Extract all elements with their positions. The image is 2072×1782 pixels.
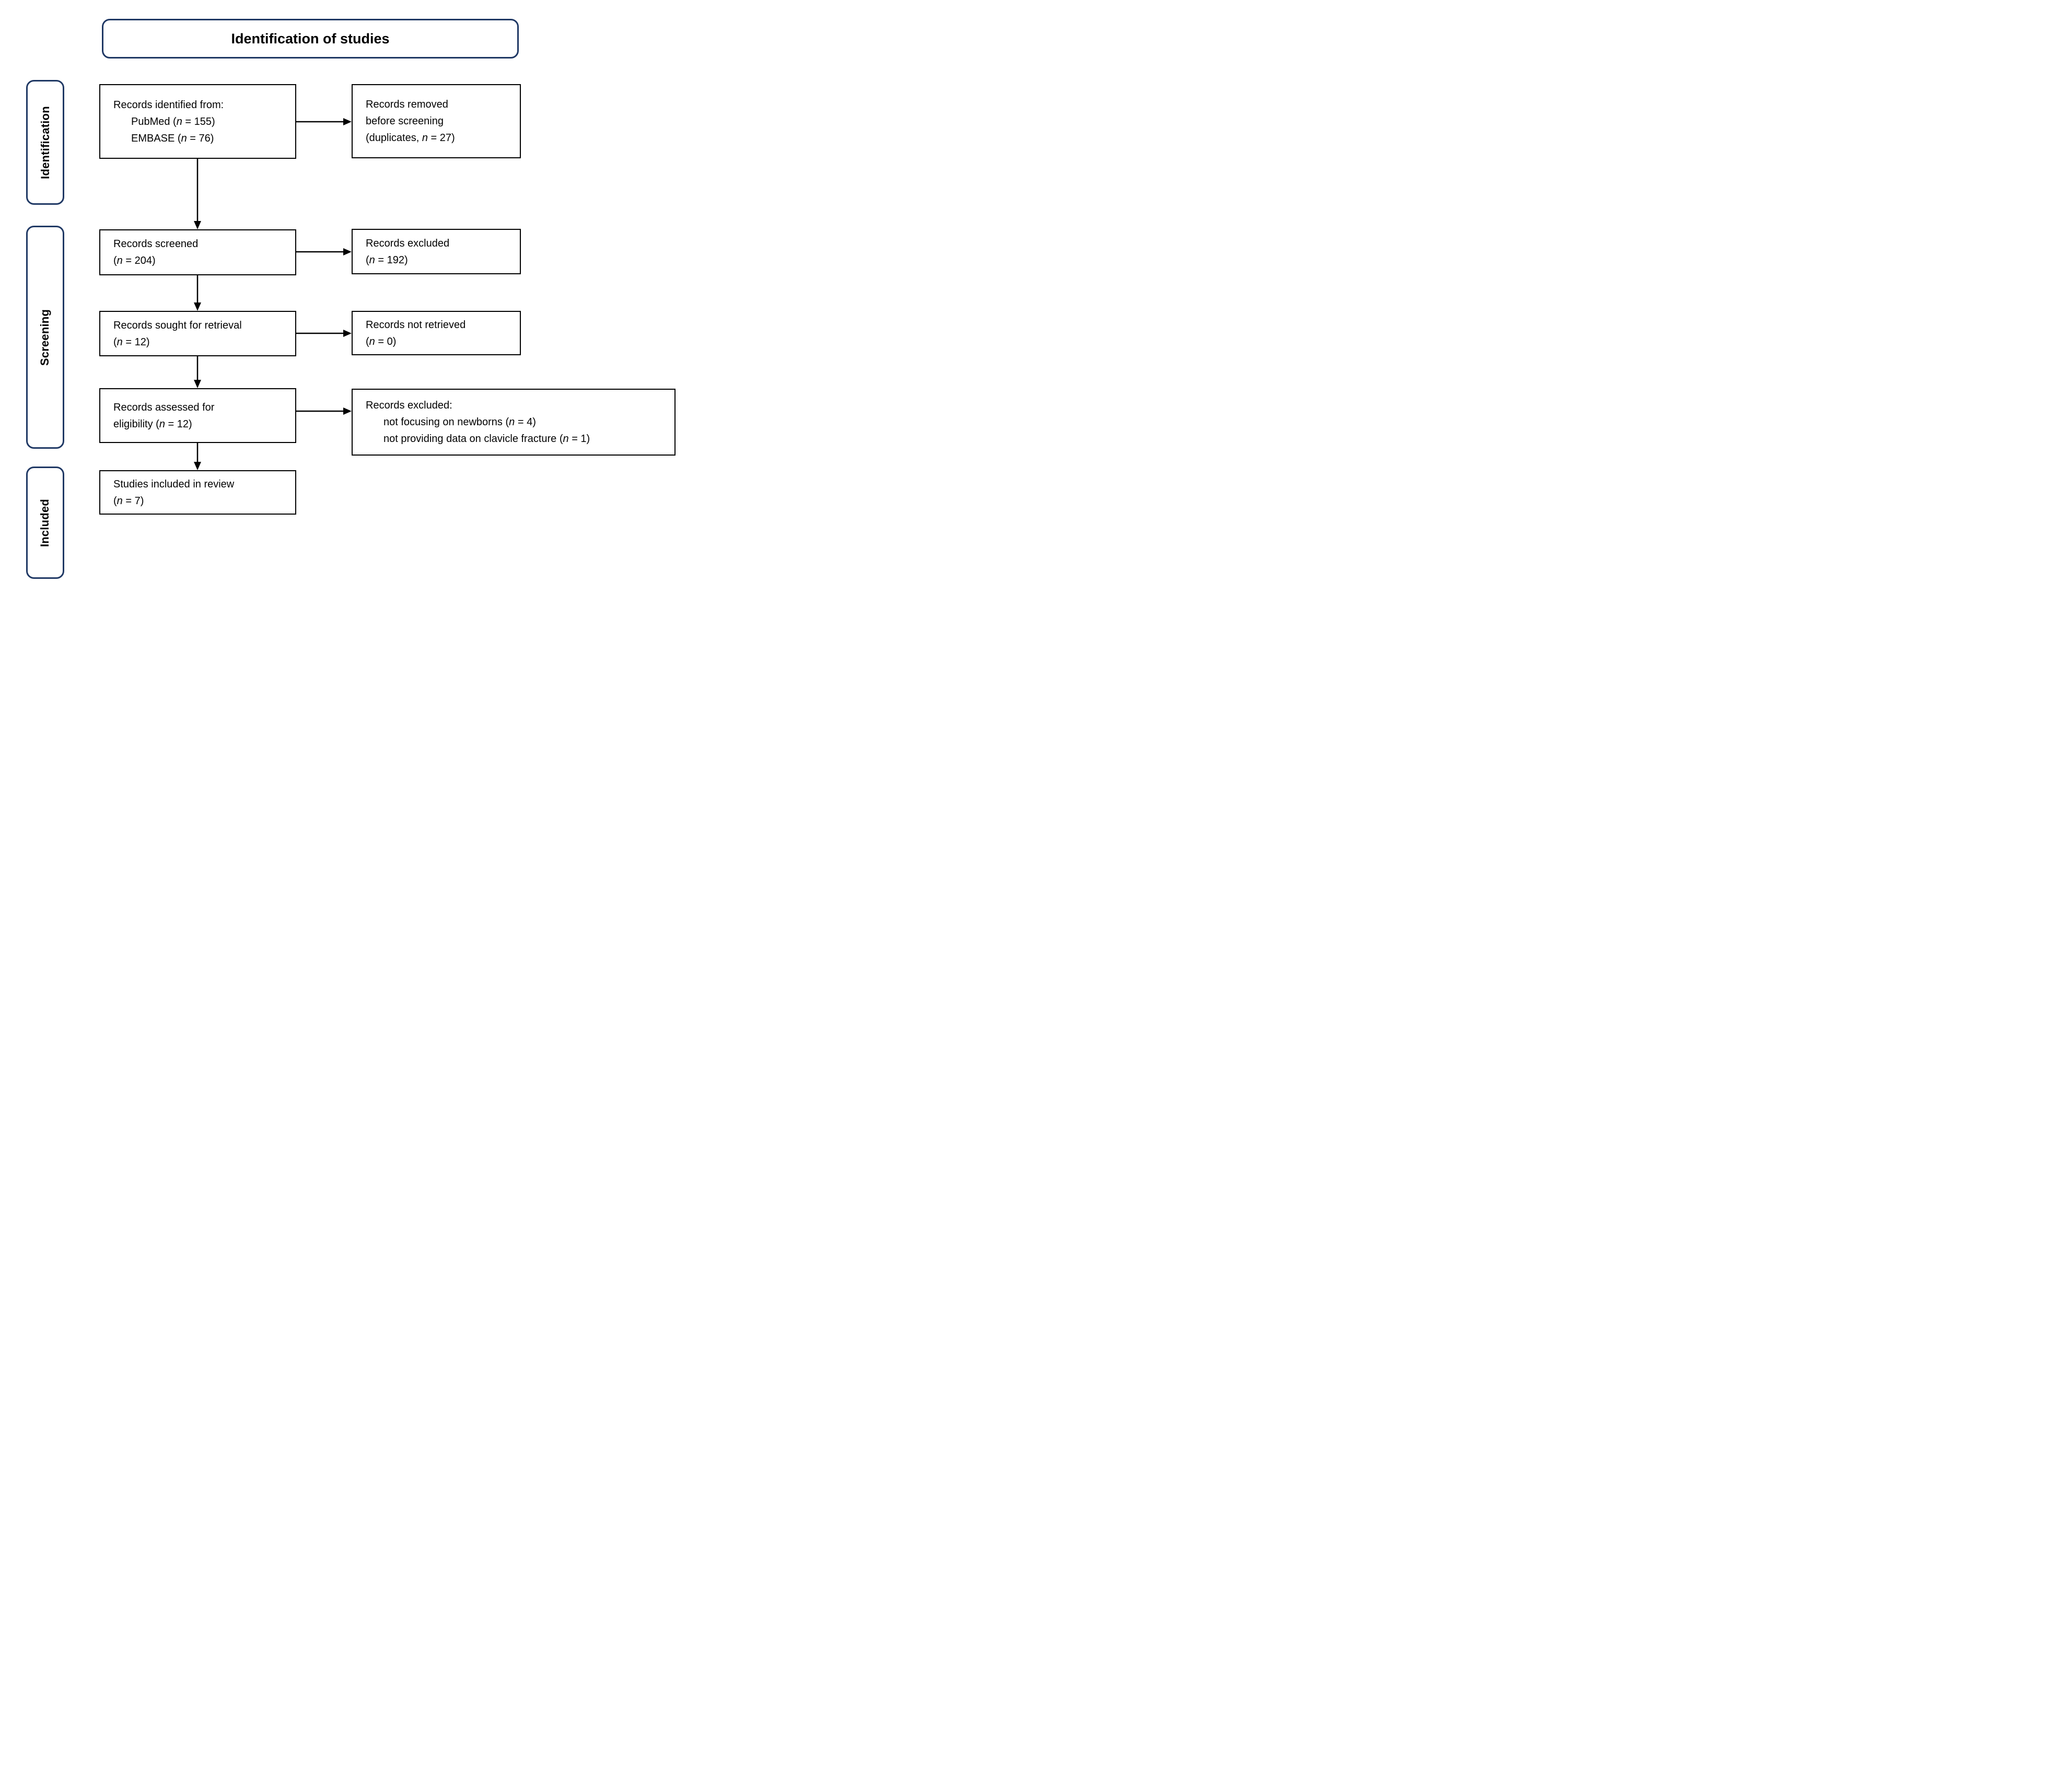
page-title: Identification of studies [231,30,390,46]
arrow-sought-to-not-retrieved [296,330,352,337]
box-records-not-retrieved: Records not retrieved (n = 0) [352,311,521,355]
text-line: Records sought for retrieval [113,319,242,331]
box-records-removed: Records removed before screening (duplic… [352,84,521,158]
text-line: Records not retrieved [366,319,466,331]
box-studies-included: Studies included in review (n = 7) [99,470,296,515]
text-line: (duplicates, n = 27) [366,132,455,144]
text-line: Records screened [113,238,199,250]
arrow-identified-to-screened [194,159,201,229]
box-records-excluded-screening: Records excluded (n = 192) [352,229,521,274]
text-line: not focusing on newborns (n = 4) [383,416,536,428]
box-records-identified: Records identified from: PubMed (n = 155… [99,84,296,159]
box-records-sought: Records sought for retrieval (n = 12) [99,311,296,356]
text-line: Records excluded: [366,400,452,411]
stage-label-included: Included [26,467,64,579]
text-line: before screening [366,115,444,127]
text-line: Studies included in review [113,478,235,490]
text-line: not providing data on clavicle fracture … [383,433,590,445]
text-line: Records assessed for [113,401,215,413]
stage-label-text: Identification [38,106,52,179]
text-line: eligibility (n = 12) [113,418,192,430]
text-line: Records excluded [366,237,450,249]
box-records-assessed: Records assessed for eligibility (n = 12… [99,388,296,443]
box-records-screened: Records screened (n = 204) [99,229,296,275]
arrow-screened-to-excluded [296,248,352,255]
text-line: Records removed [366,99,448,110]
text-line: PubMed (n = 155) [131,115,215,127]
arrow-assessed-to-included [194,443,201,470]
stage-label-identification: Identification [26,80,64,205]
text-line: (n = 12) [113,336,150,348]
prisma-flow-diagram: Identification of studies Identification… [0,0,691,594]
text-line: (n = 192) [366,254,408,266]
box-records-excluded-eligibility: Records excluded: not focusing on newbor… [352,389,676,456]
arrow-identified-to-removed [296,118,352,125]
text-line: (n = 0) [366,335,397,347]
stage-label-screening: Screening [26,226,64,449]
arrow-assessed-to-excluded [296,407,352,415]
text-line: Records identified from: [113,99,224,111]
stage-label-text: Included [38,498,52,547]
text-line: (n = 7) [113,495,144,507]
text-line: (n = 204) [113,255,156,266]
arrow-screened-to-sought [194,275,201,311]
stage-label-text: Screening [38,309,52,366]
arrow-sought-to-assessed [194,356,201,388]
text-line: EMBASE (n = 76) [131,132,214,144]
title-box: Identification of studies [102,19,519,59]
